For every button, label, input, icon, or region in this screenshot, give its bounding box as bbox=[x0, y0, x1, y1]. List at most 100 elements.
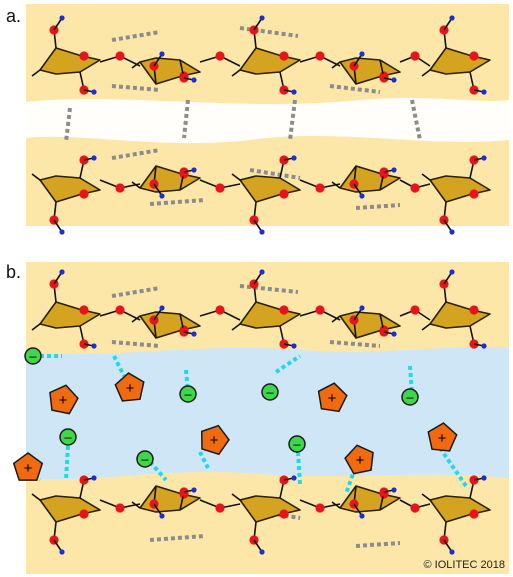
hydrogen-bond bbox=[111, 286, 161, 298]
hydrogen-atom bbox=[391, 167, 397, 173]
hydrogen-atom bbox=[259, 549, 265, 555]
hydrogen-atom bbox=[449, 229, 455, 235]
hydrogen-atom bbox=[59, 269, 65, 275]
hydrogen-bond bbox=[329, 84, 381, 94]
cation: + bbox=[317, 382, 348, 413]
cation: + bbox=[344, 444, 374, 475]
hydrogen-bond bbox=[249, 168, 301, 180]
hydrogen-atom bbox=[159, 305, 165, 311]
oxygen-atom bbox=[410, 51, 420, 61]
anion: – bbox=[401, 388, 419, 406]
hydrogen-atom bbox=[291, 89, 297, 95]
oxygen-atom bbox=[315, 51, 325, 61]
hydrogen-atom bbox=[291, 475, 297, 481]
ion-interaction bbox=[274, 354, 302, 374]
hydrogen-atom bbox=[159, 193, 165, 199]
anion-circle bbox=[401, 388, 419, 406]
hydrogen-atom bbox=[91, 475, 97, 481]
hydrogen-atom bbox=[191, 331, 197, 337]
cation-pentagon bbox=[49, 384, 79, 415]
cation-pentagon bbox=[200, 424, 230, 456]
ion-interaction bbox=[296, 451, 302, 485]
anion: – bbox=[59, 428, 77, 446]
anion: – bbox=[179, 385, 197, 403]
hydrogen-bond bbox=[182, 99, 190, 139]
anion-charge-label: – bbox=[141, 452, 149, 467]
anion-circle bbox=[136, 450, 154, 468]
hydrogen-bond bbox=[111, 30, 161, 42]
hydrogen-atom bbox=[291, 343, 297, 349]
hydrogen-atom bbox=[159, 513, 165, 519]
hydrogen-bond bbox=[329, 340, 381, 348]
anion-circle bbox=[261, 383, 279, 401]
oxygen-atom bbox=[279, 305, 289, 315]
oxygen-atom bbox=[215, 51, 225, 61]
oxygen-atom bbox=[315, 503, 325, 513]
oxygen-atom bbox=[279, 509, 289, 519]
oxygen-atom bbox=[469, 51, 479, 61]
cation-charge-label: + bbox=[126, 380, 135, 397]
hydrogen-bond bbox=[355, 203, 401, 210]
oxygen-atom bbox=[279, 189, 289, 199]
anion-charge-label: – bbox=[29, 349, 37, 364]
anion-circle bbox=[24, 347, 42, 365]
cation-charge-label: + bbox=[59, 392, 68, 409]
hydrogen-bond bbox=[111, 340, 161, 348]
hydrogen-bond bbox=[149, 534, 206, 542]
hydrogen-atom bbox=[91, 89, 97, 95]
cation-pentagon bbox=[344, 444, 374, 475]
hydrogen-bond bbox=[239, 284, 299, 294]
hydrogen-atom bbox=[449, 549, 455, 555]
panel-b-label: b. bbox=[6, 262, 22, 282]
cation-pentagon bbox=[12, 452, 44, 481]
hydrogen-bond bbox=[355, 541, 401, 548]
hydrogen-atom bbox=[91, 155, 97, 161]
anion-charge-label: – bbox=[64, 430, 72, 445]
anion: – bbox=[136, 450, 154, 468]
oxygen-atom bbox=[115, 51, 125, 61]
cation-pentagon bbox=[317, 382, 348, 413]
hydrogen-atom bbox=[59, 549, 65, 555]
oxygen-atom bbox=[410, 183, 420, 193]
cation: + bbox=[427, 422, 458, 452]
anion-charge-label: – bbox=[184, 387, 192, 402]
cation: + bbox=[114, 372, 145, 402]
copyright-text: © IOLITEC 2018 bbox=[423, 559, 505, 571]
hydrogen-atom bbox=[59, 229, 65, 235]
hydrogen-atom bbox=[391, 331, 397, 337]
hydrogen-atom bbox=[359, 193, 365, 199]
cation: + bbox=[200, 424, 230, 456]
cation-charge-label: + bbox=[210, 432, 219, 449]
hydrogen-atom bbox=[481, 155, 487, 161]
ion-interaction bbox=[112, 355, 126, 377]
hydrogen-atom bbox=[91, 343, 97, 349]
anion: – bbox=[24, 347, 42, 365]
anion-charge-label: – bbox=[266, 385, 274, 400]
oxygen-atom bbox=[215, 183, 225, 193]
bond-layer bbox=[26, 26, 468, 548]
hydrogen-atom bbox=[359, 51, 365, 57]
hydrogen-atom bbox=[191, 77, 197, 83]
panel-a-gap bbox=[26, 98, 509, 144]
cation-pentagon bbox=[114, 372, 145, 402]
hydrogen-atom bbox=[191, 487, 197, 493]
anion-circle bbox=[288, 435, 306, 453]
cation-charge-label: + bbox=[438, 430, 447, 447]
anion-circle bbox=[59, 428, 77, 446]
oxygen-atom bbox=[215, 503, 225, 513]
oxygen-atom bbox=[215, 305, 225, 315]
molecule-layer bbox=[31, 15, 491, 555]
ion-interaction bbox=[344, 467, 357, 495]
oxygen-atom bbox=[79, 189, 89, 199]
oxygen-atom bbox=[469, 305, 479, 315]
hydrogen-atom bbox=[191, 167, 197, 173]
hydrogen-atom bbox=[481, 343, 487, 349]
oxygen-atom bbox=[410, 503, 420, 513]
hydrogen-atom bbox=[481, 475, 487, 481]
hydrogen-bond bbox=[149, 198, 206, 206]
anion-charge-label: – bbox=[406, 390, 414, 405]
oxygen-atom bbox=[79, 51, 89, 61]
ion-interaction bbox=[198, 451, 210, 469]
oxygen-atom bbox=[79, 305, 89, 315]
